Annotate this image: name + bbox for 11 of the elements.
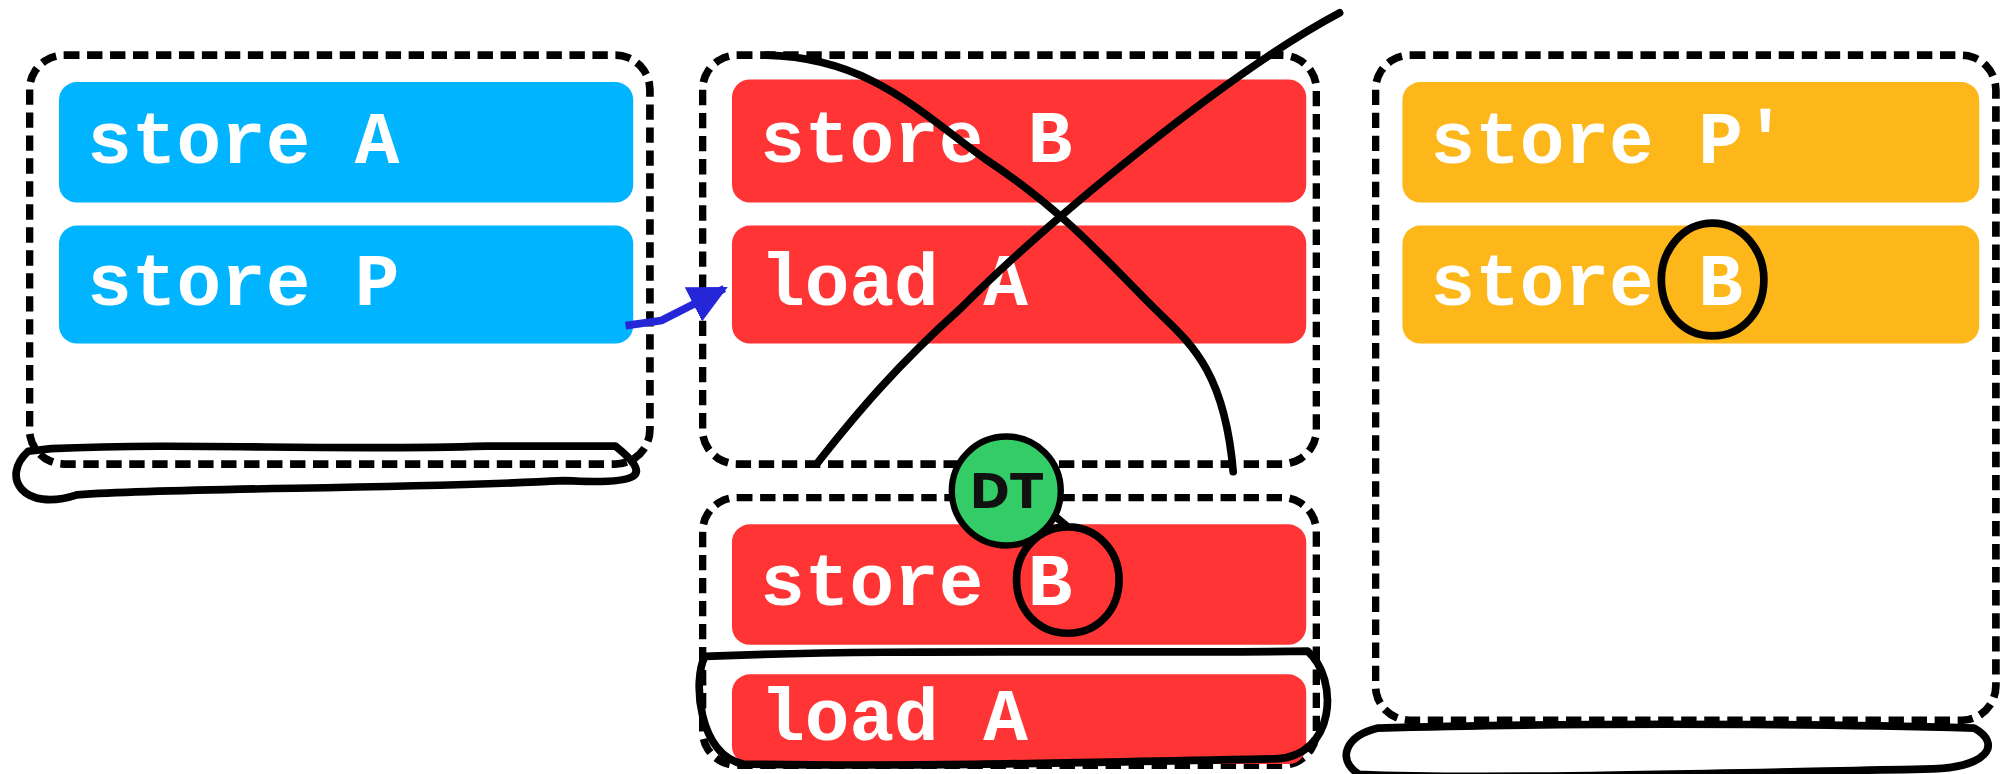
instruction-box: store P (58, 225, 634, 344)
instruction-box: store B (731, 524, 1307, 645)
dashed-group-box (1371, 51, 2000, 725)
dashed-group-box (698, 51, 1321, 468)
circle-badge: DT (948, 433, 1064, 549)
dashed-group-box (25, 51, 654, 468)
instruction-box: load A (731, 674, 1307, 764)
instruction-box: store P' (1402, 82, 1980, 203)
instruction-box: store B (1402, 225, 1980, 344)
arrow (625, 285, 728, 330)
instruction-box: store A (58, 82, 634, 203)
